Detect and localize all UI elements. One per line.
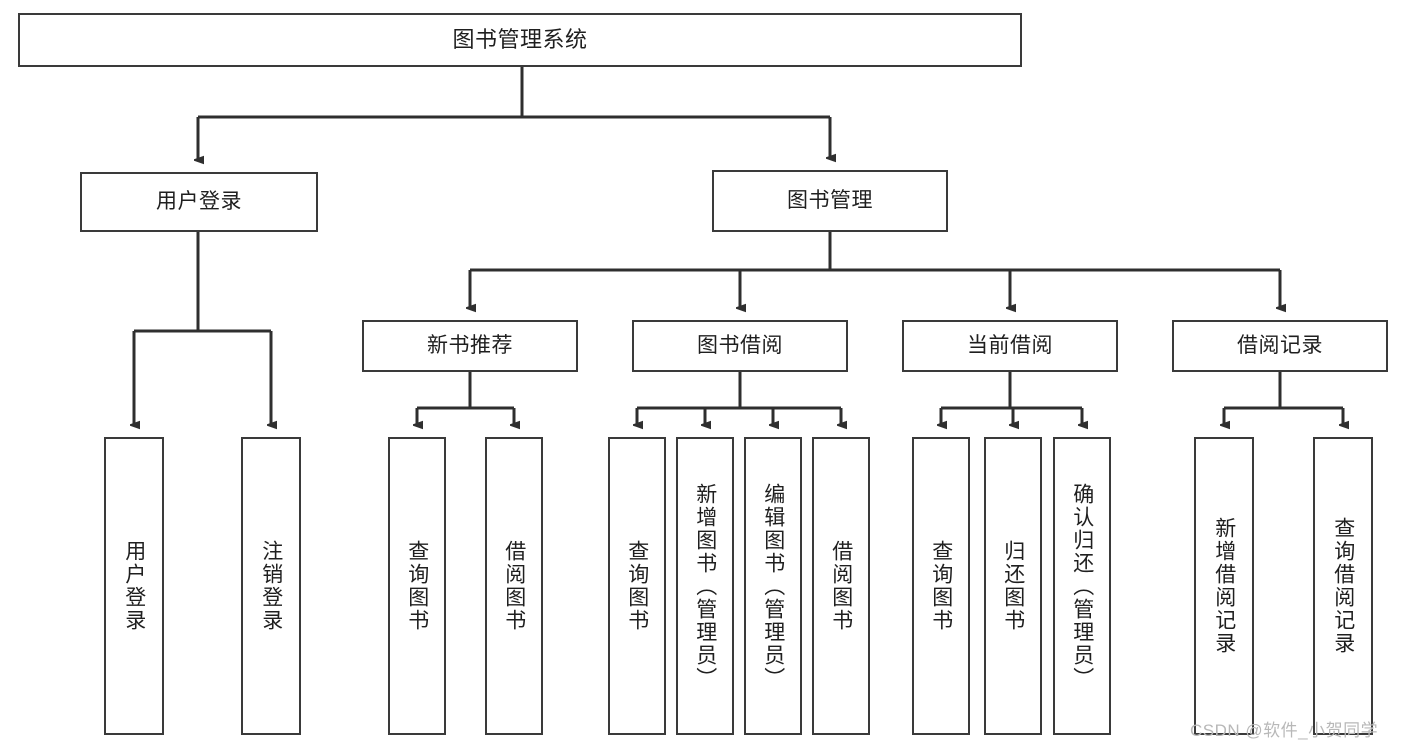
leaf-user-login-label: 用户登录 [122, 540, 146, 632]
node-root[interactable]: 图书管理系统 [18, 13, 1022, 67]
node-new-book-recommend[interactable]: 新书推荐 [362, 320, 578, 372]
leaf-query-borrow-record-label: 查询借阅记录 [1331, 517, 1355, 655]
leaf-query-book-recommend[interactable]: 查询图书 [388, 437, 446, 735]
node-book-borrow[interactable]: 图书借阅 [632, 320, 848, 372]
node-book-borrow-label: 图书借阅 [697, 333, 783, 357]
node-borrow-records[interactable]: 借阅记录 [1172, 320, 1388, 372]
leaf-add-borrow-record[interactable]: 新增借阅记录 [1194, 437, 1254, 735]
node-user-login[interactable]: 用户登录 [80, 172, 318, 232]
node-current-borrow[interactable]: 当前借阅 [902, 320, 1118, 372]
leaf-return-book-label: 归还图书 [1001, 540, 1025, 632]
leaf-borrow-book[interactable]: 借阅图书 [812, 437, 870, 735]
node-borrow-records-label: 借阅记录 [1237, 333, 1323, 357]
leaf-confirm-return-admin[interactable]: 确认归还（管理员） [1053, 437, 1111, 735]
node-user-login-label: 用户登录 [156, 189, 242, 213]
leaf-query-borrow-record[interactable]: 查询借阅记录 [1313, 437, 1373, 735]
leaf-borrow-book-recommend-label: 借阅图书 [502, 540, 526, 632]
leaf-borrow-book-label: 借阅图书 [829, 540, 853, 632]
node-current-borrow-label: 当前借阅 [967, 333, 1053, 357]
leaf-borrow-book-recommend[interactable]: 借阅图书 [485, 437, 543, 735]
node-new-book-recommend-label: 新书推荐 [427, 333, 513, 357]
leaf-add-book-admin[interactable]: 新增图书（管理员） [676, 437, 734, 735]
leaf-add-borrow-record-label: 新增借阅记录 [1212, 517, 1236, 655]
leaf-query-book-current-label: 查询图书 [929, 540, 953, 632]
leaf-query-book-current[interactable]: 查询图书 [912, 437, 970, 735]
leaf-query-book-recommend-label: 查询图书 [405, 540, 429, 632]
leaf-return-book[interactable]: 归还图书 [984, 437, 1042, 735]
node-root-label: 图书管理系统 [452, 27, 588, 53]
node-book-management-label: 图书管理 [787, 188, 873, 212]
leaf-confirm-return-admin-label: 确认归还（管理员） [1070, 482, 1094, 690]
leaf-user-logout-label: 注销登录 [259, 540, 283, 632]
leaf-edit-book-admin-label: 编辑图书（管理员） [761, 482, 785, 690]
leaf-query-book-label: 查询图书 [625, 540, 649, 632]
leaf-query-book[interactable]: 查询图书 [608, 437, 666, 735]
leaf-user-login[interactable]: 用户登录 [104, 437, 164, 735]
node-book-management[interactable]: 图书管理 [712, 170, 948, 232]
leaf-user-logout[interactable]: 注销登录 [241, 437, 301, 735]
csdn-watermark: CSDN @软件_小贺同学 [1190, 721, 1379, 740]
leaf-add-book-admin-label: 新增图书（管理员） [693, 482, 717, 690]
leaf-edit-book-admin[interactable]: 编辑图书（管理员） [744, 437, 802, 735]
